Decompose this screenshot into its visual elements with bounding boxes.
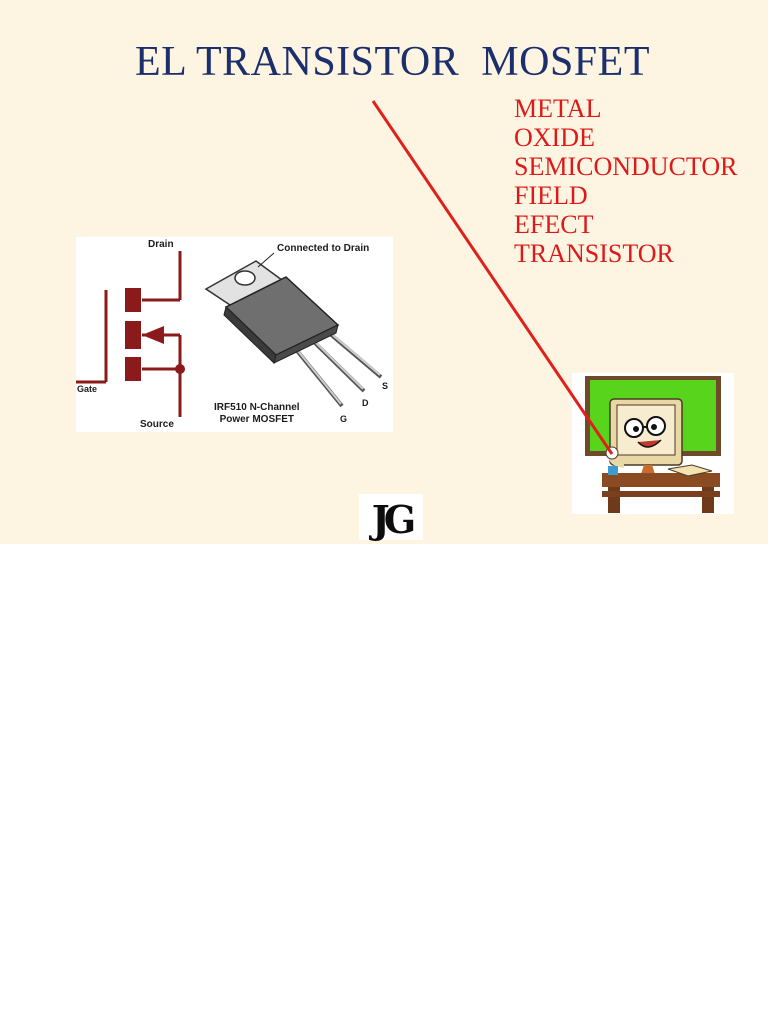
pin-g-label: G	[340, 414, 348, 424]
jg-logo: JG	[359, 494, 423, 542]
logo-text: JG	[371, 497, 416, 542]
part-number-label: IRF510 N-Channel Power MOSFET	[214, 402, 300, 426]
pointer-line	[371, 100, 614, 455]
teacher-computer-illustration	[572, 373, 734, 514]
mosfet-figure: Drain Connected to Drain Gate Source IRF…	[76, 237, 393, 432]
acronym-line-oxide: OXIDE	[514, 123, 595, 152]
gate-label: Gate	[77, 384, 98, 394]
connected-to-drain-label: Connected to Drain	[277, 243, 370, 254]
pin-d-label: D	[362, 398, 369, 408]
acronym-line-transistor: TRANSISTOR	[514, 239, 674, 268]
source-label: Source	[140, 419, 174, 430]
acronym-line-semiconductor: SEMICONDUCTOR	[514, 152, 738, 181]
drain-label: Drain	[148, 239, 174, 250]
acronym-line-efect: EFECT	[514, 210, 594, 239]
acronym-line-metal: METAL	[514, 94, 602, 123]
slide: EL TRANSISTOR MOSFET METAL OXIDE SEMICON…	[0, 0, 768, 544]
part-number-line: IRF510 N-Channel	[214, 402, 300, 413]
teacher-cartoon-image	[585, 376, 721, 513]
part-description-line: Power MOSFET	[219, 414, 295, 425]
acronym-line-field: FIELD	[514, 181, 588, 210]
acronym-list: METAL OXIDE SEMICONDUCTOR FIELD EFECT TR…	[514, 94, 737, 268]
slide-title: EL TRANSISTOR MOSFET	[135, 39, 650, 85]
pin-s-label: S	[382, 381, 389, 391]
mosfet-symbol-diagram	[76, 251, 383, 417]
